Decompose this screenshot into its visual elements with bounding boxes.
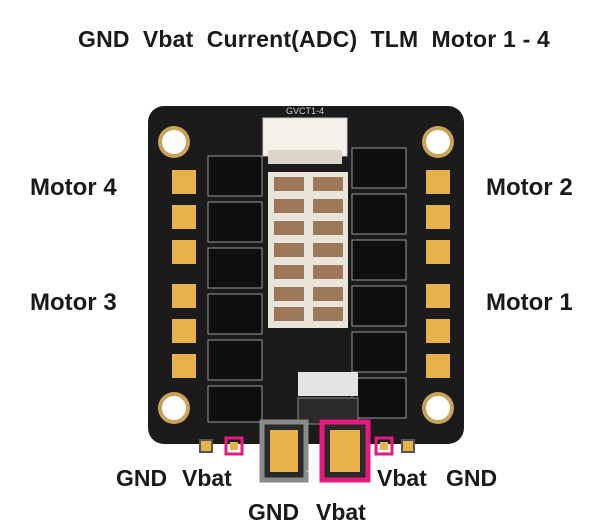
mounting-holes bbox=[158, 126, 454, 424]
label-left-gnd: GND bbox=[116, 465, 168, 491]
left-mosfets bbox=[207, 155, 263, 423]
main-vbat-pad bbox=[319, 419, 371, 483]
small-power-pads-right bbox=[374, 436, 415, 456]
label-motor-4: Motor 4 bbox=[30, 174, 117, 201]
pin-list-title: GND Vbat Current(ADC) TLM Motor 1 - 4 bbox=[78, 26, 551, 52]
small-power-pads-left bbox=[199, 436, 244, 456]
label-left-vbat: Vbat bbox=[182, 465, 232, 491]
connector-pins bbox=[268, 150, 342, 164]
label-motor-1: Motor 1 bbox=[486, 289, 573, 316]
right-mosfets bbox=[351, 147, 407, 419]
motor-pads-left bbox=[172, 170, 196, 378]
connector-silk: GVCT1-4 bbox=[286, 106, 324, 116]
capacitor-grid bbox=[268, 172, 348, 328]
label-motor-2: Motor 2 bbox=[486, 174, 573, 201]
main-gnd-pad bbox=[259, 419, 309, 483]
plus-mark: + bbox=[312, 466, 318, 477]
label-main-gnd: GND bbox=[248, 499, 300, 525]
label-main-vbat: Vbat bbox=[316, 499, 366, 525]
label-right-gnd: GND bbox=[446, 465, 498, 491]
label-motor-3: Motor 3 bbox=[30, 289, 117, 316]
lower-chip bbox=[298, 372, 358, 396]
motor-pads-right bbox=[426, 170, 450, 378]
label-right-vbat: Vbat bbox=[377, 465, 427, 491]
minus-mark: - bbox=[306, 466, 309, 477]
